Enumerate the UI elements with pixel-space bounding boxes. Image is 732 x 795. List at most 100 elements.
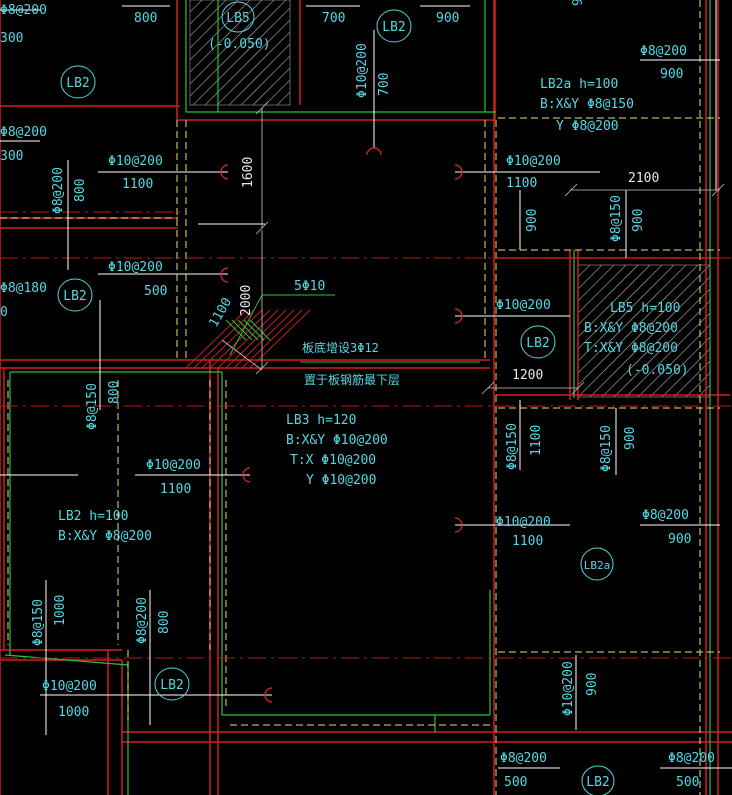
- hatch-line: [577, 264, 603, 290]
- hatch-line: [225, 319, 247, 341]
- board-note: 板底增设3Φ12 置于板钢筋最下层: [302, 340, 400, 387]
- hatch-line: [249, 309, 311, 369]
- svg-text:900: 900: [585, 673, 600, 696]
- hatch-area-diagonal: [185, 309, 311, 369]
- svg-text:500: 500: [676, 775, 699, 790]
- hatch-line: [192, 7, 291, 106]
- svg-text:LB2a h=100: LB2a h=100: [540, 77, 618, 92]
- svg-text:900: 900: [668, 532, 691, 547]
- svg-text:LB5: LB5: [226, 11, 249, 26]
- svg-text:Φ10@200: Φ10@200: [561, 661, 576, 716]
- hatch-line: [241, 309, 303, 369]
- hatch-line: [589, 276, 711, 398]
- svg-text:1200: 1200: [512, 368, 543, 383]
- slab-tag-lb2-right: LB2: [520, 325, 556, 359]
- svg-text:300: 300: [0, 149, 23, 164]
- leader-lines: [229, 294, 480, 363]
- svg-text:Φ8@200: Φ8@200: [51, 167, 66, 214]
- svg-text:900: 900: [660, 67, 683, 82]
- hatch-line: [577, 264, 627, 314]
- hatch-line: [249, 319, 271, 341]
- svg-text:1100: 1100: [122, 177, 153, 192]
- svg-text:800: 800: [73, 179, 88, 202]
- svg-text:Φ8@150: Φ8@150: [505, 423, 520, 470]
- svg-text:Φ8@200: Φ8@200: [135, 597, 150, 644]
- hatch-line: [228, 43, 291, 106]
- svg-text:B:X&Y Φ8@150: B:X&Y Φ8@150: [540, 97, 634, 112]
- hatch-line: [189, 0, 203, 13]
- svg-text:LB5 h=100: LB5 h=100: [610, 301, 680, 316]
- svg-text:Φ10@200: Φ10@200: [496, 515, 551, 530]
- svg-text:700: 700: [377, 73, 392, 96]
- svg-text:LB2: LB2: [586, 775, 609, 790]
- svg-text:Φ8@150: Φ8@150: [599, 425, 614, 472]
- slab-tag-lb2-left: LB2: [60, 65, 96, 99]
- slab-tag-lb5-top: LB5: [221, 1, 255, 33]
- svg-text:Φ10@200: Φ10@200: [146, 458, 201, 473]
- hatch-line: [189, 0, 239, 49]
- hatch-line: [209, 309, 271, 369]
- svg-text:500: 500: [504, 775, 527, 790]
- svg-text:B:X&Y Φ8@200: B:X&Y Φ8@200: [58, 529, 152, 544]
- svg-text:500: 500: [144, 284, 167, 299]
- rebar-lines: [0, 0, 732, 769]
- svg-text:Φ8@200: Φ8@200: [500, 751, 547, 766]
- svg-text:LB2: LB2: [160, 678, 183, 693]
- rebar-hooks: [220, 147, 463, 703]
- slab-tag-lb2a: LB2a: [580, 547, 614, 581]
- svg-text:1100: 1100: [512, 534, 543, 549]
- svg-text:LB2: LB2: [382, 20, 405, 35]
- slab-note-lb3: LB3 h=120 B:X&Y Φ10@200 T:X Φ10@200 Y Φ1…: [286, 413, 388, 488]
- svg-text:LB2: LB2: [66, 76, 89, 91]
- svg-text:1100: 1100: [160, 482, 191, 497]
- hatch-line: [601, 288, 711, 398]
- slab-note-lb5: LB5 h=100 B:X&Y Φ8@200 T:X&Y Φ8@200 (-0.…: [584, 301, 689, 378]
- walls-green: [4, 0, 711, 795]
- axis-lines: [0, 211, 732, 659]
- svg-text:900: 900: [571, 0, 586, 6]
- svg-text:Φ8@200: Φ8@200: [640, 44, 687, 59]
- svg-text:2100: 2100: [628, 171, 659, 186]
- hatch-line: [661, 348, 711, 398]
- svg-text:Φ10@200: Φ10@200: [108, 260, 163, 275]
- hatch-line: [577, 264, 687, 374]
- slab-tag-lb2-top: LB2: [376, 9, 412, 43]
- svg-text:Φ10@200: Φ10@200: [496, 298, 551, 313]
- svg-text:1000: 1000: [53, 595, 68, 626]
- hatch-line: [216, 31, 291, 106]
- slab-tag-lb2-mid: LB2: [57, 278, 93, 312]
- svg-text:Y Φ8@200: Y Φ8@200: [556, 119, 619, 134]
- hatch-line: [189, 0, 263, 73]
- slab-note-lb2: LB2 h=100 B:X&Y Φ8@200: [58, 509, 152, 544]
- svg-text:LB2: LB2: [526, 336, 549, 351]
- svg-text:1000: 1000: [58, 705, 89, 720]
- hatch-line: [237, 319, 259, 341]
- hatch-line: [189, 0, 215, 25]
- svg-text:900: 900: [525, 209, 540, 232]
- svg-text:B:X&Y Φ10@200: B:X&Y Φ10@200: [286, 433, 388, 448]
- svg-text:Φ10@200: Φ10@200: [42, 679, 97, 694]
- svg-text:Φ8@150: Φ8@150: [85, 383, 100, 430]
- svg-text:T:X Φ10@200: T:X Φ10@200: [290, 453, 376, 468]
- hatch-line: [577, 264, 675, 362]
- svg-text:Φ8@200: Φ8@200: [668, 751, 715, 766]
- svg-text:800: 800: [134, 11, 157, 26]
- hatch-line: [264, 79, 291, 106]
- svg-text:LB3 h=120: LB3 h=120: [286, 413, 356, 428]
- svg-text:2000: 2000: [239, 285, 254, 316]
- svg-text:置于板钢筋最下层: 置于板钢筋最下层: [304, 372, 400, 387]
- hatch-line: [189, 0, 227, 37]
- svg-text:Φ10@200: Φ10@200: [506, 154, 561, 169]
- hatch-line: [577, 264, 591, 278]
- svg-text:LB2: LB2: [63, 289, 86, 304]
- vertical-rebar-labels: Φ10@200 700 Φ8@200 800 Φ8@150 800 900 Φ8…: [31, 0, 646, 716]
- hatch-line: [189, 0, 251, 61]
- slab-tag-lb2-br: LB2: [581, 765, 615, 795]
- svg-text:900: 900: [436, 11, 459, 26]
- svg-text:0: 0: [0, 305, 8, 320]
- hatch-line: [204, 19, 291, 106]
- hatch-line: [577, 264, 639, 326]
- rebar-labels: (-0.050) Φ8@200 Φ8@200 Φ8@200 Φ10@200 Φ1…: [0, 3, 715, 790]
